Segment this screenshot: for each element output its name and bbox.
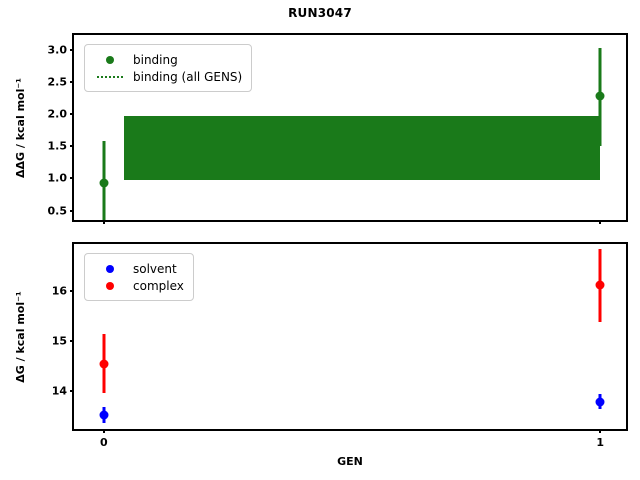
x-tick-mark bbox=[102, 220, 105, 224]
y-tick-label: 2.0 bbox=[47, 107, 68, 121]
y-tick-mark bbox=[70, 209, 74, 212]
bottom-panel-plot-area bbox=[74, 244, 626, 429]
data-point-complex[interactable] bbox=[595, 280, 605, 290]
y-tick-label: 2.5 bbox=[47, 75, 68, 89]
y-tick-mark bbox=[70, 113, 74, 116]
data-point-solvent[interactable] bbox=[595, 397, 605, 407]
y-tick-mark bbox=[70, 339, 74, 342]
data-point-binding[interactable] bbox=[99, 178, 109, 188]
legend-item-solvent[interactable]: solvent bbox=[93, 260, 184, 277]
legend-label-solvent: solvent bbox=[133, 261, 177, 276]
top-panel-plot-area bbox=[74, 35, 626, 220]
circle-marker-icon bbox=[93, 55, 127, 64]
legend-item-binding-all-gens[interactable]: binding (all GENS) bbox=[93, 68, 242, 85]
y-tick-mark bbox=[70, 145, 74, 148]
x-tick-mark bbox=[599, 429, 602, 433]
legend-label-binding: binding bbox=[133, 52, 178, 67]
x-tick-label: 0 bbox=[99, 436, 108, 449]
legend-label-complex: complex bbox=[133, 278, 184, 293]
y-tick-mark bbox=[70, 290, 74, 293]
data-point-binding[interactable] bbox=[595, 91, 605, 101]
x-tick-mark bbox=[599, 220, 602, 224]
y-tick-label: 14 bbox=[51, 384, 67, 398]
data-point-solvent[interactable] bbox=[99, 410, 109, 420]
binding-all-gens-band bbox=[123, 116, 601, 181]
x-tick-mark bbox=[102, 429, 105, 433]
dotted-line-icon bbox=[93, 75, 127, 78]
bottom-panel-axes: ΔG / kcal mol⁻¹ 14 15 16 0 1 GEN solvent co… bbox=[14, 242, 628, 468]
x-tick-label: 1 bbox=[596, 436, 605, 449]
bottom-panel-legend: solvent complex bbox=[84, 253, 194, 301]
y-tick-label: 16 bbox=[51, 284, 67, 298]
y-tick-label: 1.0 bbox=[47, 171, 68, 185]
figure-title: RUN3047 bbox=[288, 6, 352, 20]
data-point-complex[interactable] bbox=[99, 359, 109, 369]
x-axis-label: GEN bbox=[337, 455, 363, 468]
y-tick-label: 15 bbox=[51, 334, 67, 348]
bottom-panel-y-axis-label: ΔG / kcal mol⁻¹ bbox=[14, 290, 27, 383]
legend-label-binding-all-gens: binding (all GENS) bbox=[133, 69, 243, 84]
top-panel-axes: ΔΔG / kcal mol⁻¹ 0.5 1.0 1.5 2.0 2.5 3.0 bind… bbox=[14, 33, 628, 224]
y-tick-label: 1.5 bbox=[47, 139, 68, 153]
top-panel-legend: binding binding (all GENS) bbox=[84, 44, 253, 92]
circle-marker-icon bbox=[93, 264, 127, 273]
legend-item-complex[interactable]: complex bbox=[93, 277, 184, 294]
y-tick-mark bbox=[70, 389, 74, 392]
y-tick-mark bbox=[70, 80, 74, 83]
y-tick-label: 0.5 bbox=[47, 204, 68, 217]
circle-marker-icon bbox=[93, 281, 127, 290]
y-tick-mark bbox=[70, 177, 74, 180]
y-tick-mark bbox=[70, 48, 74, 51]
legend-item-binding[interactable]: binding bbox=[93, 51, 242, 68]
top-panel-y-axis-label: ΔΔG / kcal mol⁻¹ bbox=[14, 77, 27, 178]
y-tick-label: 3.0 bbox=[47, 43, 68, 57]
